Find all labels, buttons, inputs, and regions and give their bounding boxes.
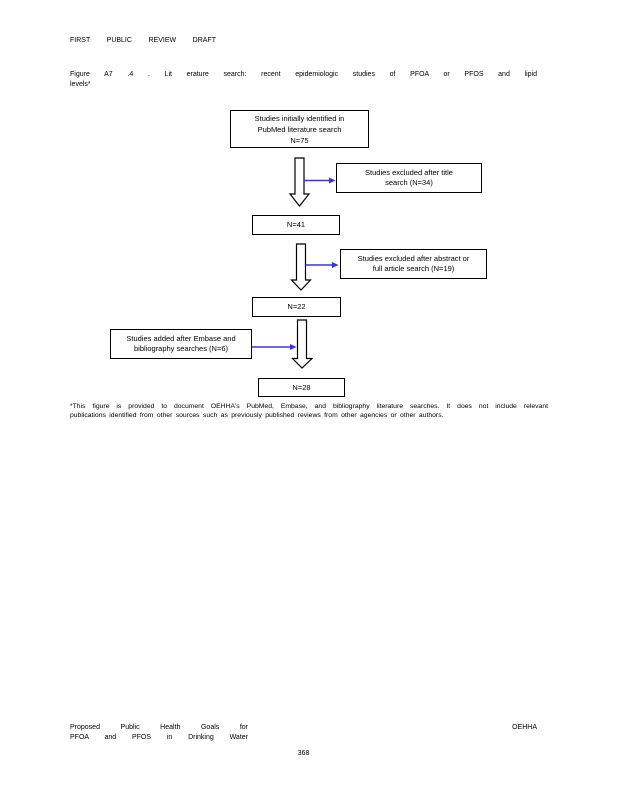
flow-box-n22-label: N=22 xyxy=(287,302,306,311)
flow-box-initial-line2: PubMed literature search xyxy=(257,124,342,134)
flow-box-added-embase-line2: bibliography searches (N=6) xyxy=(133,344,228,353)
flow-box-excluded-abstract-line1: Studies excluded after abstract or xyxy=(357,254,470,263)
flow-box-n22: N=22 xyxy=(252,297,341,317)
footer-agency-label: OEHHA xyxy=(512,724,537,731)
flow-box-excluded-abstract: Studies excluded after abstract or full … xyxy=(340,249,487,279)
figure-caption-line2: levels* xyxy=(70,81,91,88)
draft-banner: FIRST PUBLIC REVIEW DRAFT xyxy=(70,37,216,44)
flow-box-excluded-title: Studies excluded after title search (N=3… xyxy=(336,163,482,193)
flow-box-initial-pubmed: Studies initially identified in PubMed l… xyxy=(230,110,369,148)
footnote-line1: *This figure is provided to document OEH… xyxy=(70,403,548,410)
blue-arrow-abstract-head-icon xyxy=(332,262,339,268)
flow-box-added-embase: Studies added after Embase and bibliogra… xyxy=(110,329,252,359)
flow-box-n28-label: N=28 xyxy=(292,382,311,392)
flow-box-added-embase-line1: Studies added after Embase and xyxy=(126,334,236,343)
footer-title-line1: Proposed Public Health Goals for xyxy=(70,724,248,731)
flow-box-excluded-title-line2: search (N=34) xyxy=(385,178,433,187)
blue-arrow-embase-head-icon xyxy=(290,344,297,350)
down-arrow-3-icon xyxy=(291,319,314,369)
down-arrow-1-icon xyxy=(288,157,311,207)
flow-box-initial-line1: Studies initially identified in xyxy=(254,113,345,123)
footer-title-line2: PFOA and PFOS in Drinking Water xyxy=(70,734,248,741)
flow-box-excluded-abstract-line2: full article search (N=19) xyxy=(372,264,455,273)
flow-box-n41: N=41 xyxy=(252,215,340,235)
flow-box-n41-label: N=41 xyxy=(286,220,306,229)
flow-box-initial-line3: N=75 xyxy=(290,135,309,145)
flow-box-excluded-title-line1: Studies excluded after title xyxy=(365,168,453,177)
footnote-line2: publications identified from other sourc… xyxy=(70,412,444,419)
blue-arrow-title-head-icon xyxy=(329,177,336,184)
flow-box-n28: N=28 xyxy=(258,378,345,397)
page-number: 368 xyxy=(297,750,310,757)
down-arrow-2-icon xyxy=(290,243,312,291)
figure-caption-line1: Figure A7 .4 . Lit erature search: recen… xyxy=(70,71,537,78)
